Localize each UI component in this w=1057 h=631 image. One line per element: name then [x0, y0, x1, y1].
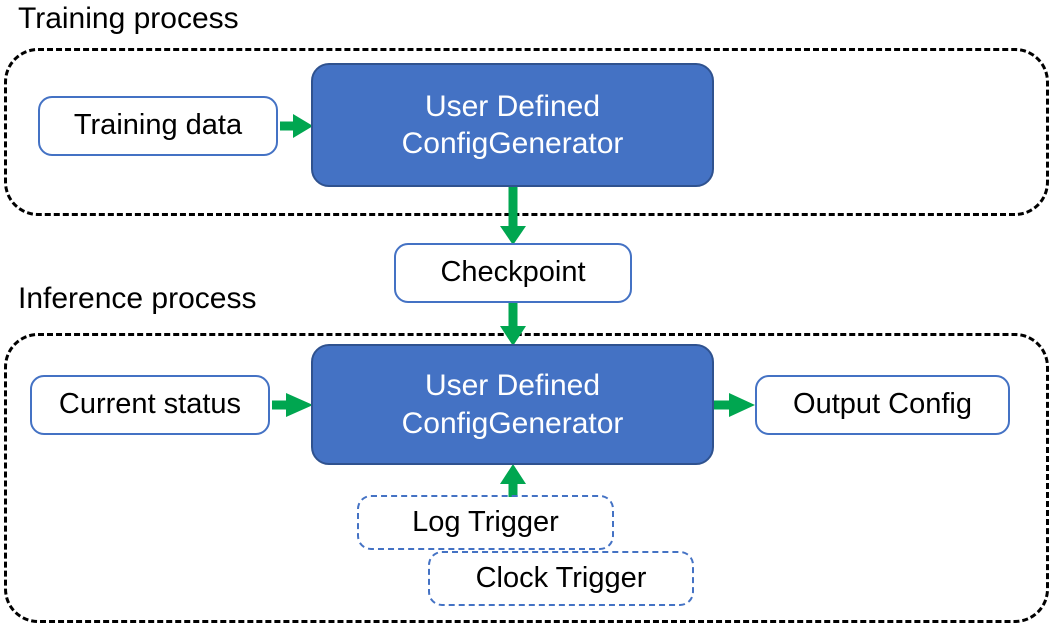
node-training-data[interactable]: Training data: [38, 96, 278, 156]
training-process-title: Training process: [18, 2, 239, 35]
node-user-defined-configgenerator-inference[interactable]: User Defined ConfigGenerator: [311, 344, 714, 465]
inference-process-container: [4, 333, 1049, 623]
node-log-trigger[interactable]: Log Trigger: [357, 495, 614, 550]
node-checkpoint[interactable]: Checkpoint: [394, 243, 632, 303]
inference-process-title: Inference process: [18, 282, 257, 315]
training-process-container: [4, 48, 1049, 216]
node-output-config[interactable]: Output Config: [755, 375, 1010, 435]
node-current-status[interactable]: Current status: [30, 375, 270, 435]
node-clock-trigger[interactable]: Clock Trigger: [428, 551, 694, 606]
node-user-defined-configgenerator-training[interactable]: User Defined ConfigGenerator: [311, 63, 714, 187]
